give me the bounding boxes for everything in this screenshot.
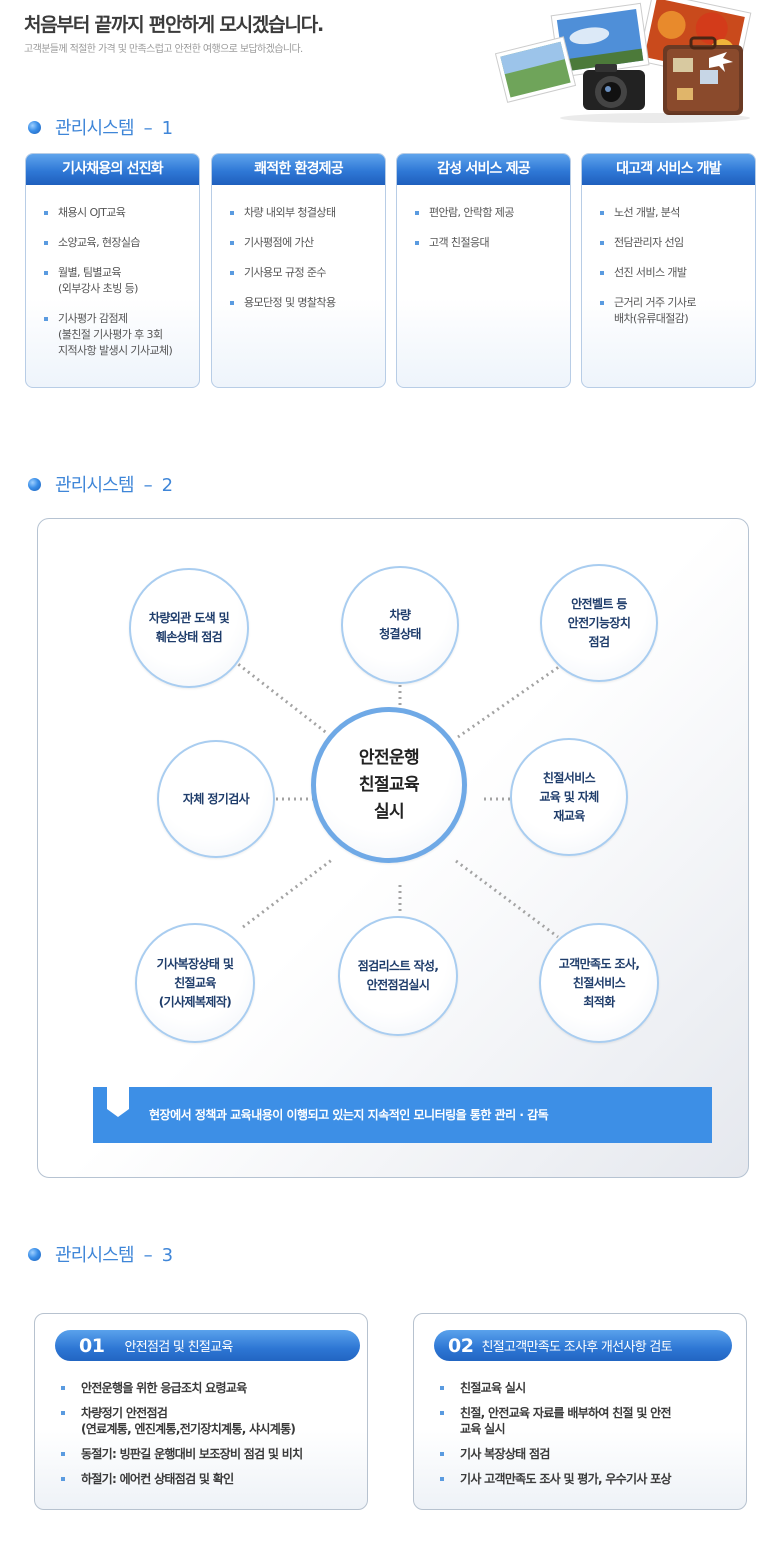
node-self-inspection: 자체 정기검사 [157, 740, 275, 858]
list-item: 월별, 팀별교육 (외부강사 초빙 등) [44, 265, 189, 297]
list-item: 친절교육 실시 [440, 1380, 740, 1396]
node-checklist: 점검리스트 작성, 안전점검실시 [338, 916, 458, 1036]
travel-photos-illustration [495, 0, 752, 123]
box-list: 친절교육 실시 친절, 안전교육 자료를 배부하여 친절 및 안전 교육 실시 … [440, 1380, 740, 1496]
list-item: 채용시 OJT교육 [44, 205, 189, 221]
section2-heading: 관리시스템 – 2 [28, 472, 173, 496]
page-title: 처음부터 끝까지 편안하게 모시겠습니다. [24, 14, 324, 36]
section1-heading: 관리시스템 – 1 [28, 115, 173, 139]
list-item: 용모단정 및 명찰착용 [230, 295, 375, 311]
banner-text: 현장에서 정책과 교육내용이 이행되고 있는지 지속적인 모니터링을 통한 관리… [149, 1108, 549, 1122]
list-item: 편안람, 안락함 제공 [415, 205, 560, 221]
bullet-icon [28, 1247, 41, 1261]
list-item: 차량정기 안전점검 (연료계통, 엔진계통,전기장치계통, 샤시계통) [61, 1405, 361, 1437]
list-item: 차량 내외부 청결상태 [230, 205, 375, 221]
box-number: 02 [448, 1334, 474, 1357]
node-uniform-check: 기사복장상태 및 친절교육 (기사제복제작) [135, 923, 255, 1043]
management-diagram: 차량외관 도색 및 훼손상태 점검 차량 청결상태 안전벨트 등 안전기능장치 … [37, 518, 749, 1178]
card-driver-hiring: 기사채용의 선진화 채용시 OJT교육 소양교육, 현장실습 월별, 팀별교육 … [25, 153, 200, 388]
list-item: 전담관리자 선임 [600, 235, 745, 251]
card-title: 대고객 서비스 개발 [582, 154, 755, 185]
node-center-safety: 안전운행 친절교육 실시 [311, 707, 467, 863]
box-number: 01 [79, 1334, 105, 1357]
node-cleanliness: 차량 청결상태 [341, 566, 459, 684]
list-item: 고객 친절응대 [415, 235, 560, 251]
list-item: 기사용모 규정 준수 [230, 265, 375, 281]
card-title: 기사채용의 선진화 [26, 154, 199, 185]
bookmark-icon [107, 1087, 129, 1117]
card-customer-service: 대고객 서비스 개발 노선 개발, 분석 전담관리자 선임 선진 서비스 개발 … [581, 153, 756, 388]
box-safety-check: 01 안전점검 및 친절교육 안전운행을 위한 응급조치 요령교육 차량정기 안… [34, 1313, 368, 1510]
card-title: 감성 서비스 제공 [397, 154, 570, 185]
list-item: 기사평점에 가산 [230, 235, 375, 251]
list-item: 기사 복장상태 점검 [440, 1446, 740, 1462]
list-item: 기사 고객만족도 조사 및 평가, 우수기사 포상 [440, 1471, 740, 1487]
node-safety-devices: 안전벨트 등 안전기능장치 점검 [540, 564, 658, 682]
list-item: 노선 개발, 분석 [600, 205, 745, 221]
card-emotional-service: 감성 서비스 제공 편안람, 안락함 제공 고객 친절응대 [396, 153, 571, 388]
list-item: 근거리 거주 기사로 배차(유류대절감) [600, 295, 745, 327]
bullet-icon [28, 120, 41, 134]
box-title-pill: 02 친절고객만족도 조사후 개선사항 검토 [434, 1330, 732, 1361]
box-title: 안전점검 및 친절교육 [124, 1340, 233, 1355]
card-list: 차량 내외부 청결상태 기사평점에 가산 기사용모 규정 준수 용모단정 및 명… [212, 185, 385, 311]
box-title-pill: 01 안전점검 및 친절교육 [55, 1330, 360, 1361]
connector-lines [228, 655, 564, 939]
monitoring-banner: 현장에서 정책과 교육내용이 이행되고 있는지 지속적인 모니터링을 통한 관리… [93, 1087, 712, 1143]
node-satisfaction-survey: 고객만족도 조사, 친절서비스 최적화 [539, 923, 659, 1043]
card-list: 채용시 OJT교육 소양교육, 현장실습 월별, 팀별교육 (외부강사 초빙 등… [26, 185, 199, 359]
list-item: 동절기: 빙판길 운행대비 보조장비 점검 및 비치 [61, 1446, 361, 1462]
connector-line [457, 662, 564, 739]
box-title: 친절고객만족도 조사후 개선사항 검토 [481, 1340, 672, 1355]
box-satisfaction-review: 02 친절고객만족도 조사후 개선사항 검토 친절교육 실시 친절, 안전교육 … [413, 1313, 747, 1510]
card-environment: 쾌적한 환경제공 차량 내외부 청결상태 기사평점에 가산 기사용모 규정 준수… [211, 153, 386, 388]
list-item: 친절, 안전교육 자료를 배부하여 친절 및 안전 교육 실시 [440, 1405, 740, 1437]
list-item: 기사평가 감점제 (불친절 기사평가 후 3회 지적사항 발생시 기사교체) [44, 311, 189, 359]
section3-heading: 관리시스템 – 3 [28, 1242, 173, 1266]
list-item: 선진 서비스 개발 [600, 265, 745, 281]
list-item: 안전운행을 위한 응급조치 요령교육 [61, 1380, 361, 1396]
connector-line [242, 857, 334, 929]
card-list: 노선 개발, 분석 전담관리자 선임 선진 서비스 개발 근거리 거주 기사로 … [582, 185, 755, 327]
card-title: 쾌적한 환경제공 [212, 154, 385, 185]
node-exterior-check: 차량외관 도색 및 훼손상태 점검 [129, 568, 249, 688]
page-subtitle: 고객분들께 적절한 가격 및 만족스럽고 안전한 여행으로 보답하겠습니다. [24, 44, 303, 55]
card-list: 편안람, 안락함 제공 고객 친절응대 [397, 185, 570, 251]
node-kindness-training: 친절서비스 교육 및 자체 재교육 [510, 738, 628, 856]
connector-line [228, 655, 329, 736]
connector-line [455, 859, 559, 939]
list-item: 소양교육, 현장실습 [44, 235, 189, 251]
list-item: 하절기: 에어컨 상태점검 및 확인 [61, 1471, 361, 1487]
box-list: 안전운행을 위한 응급조치 요령교육 차량정기 안전점검 (연료계통, 엔진계통… [61, 1380, 361, 1496]
bullet-icon [28, 477, 41, 491]
